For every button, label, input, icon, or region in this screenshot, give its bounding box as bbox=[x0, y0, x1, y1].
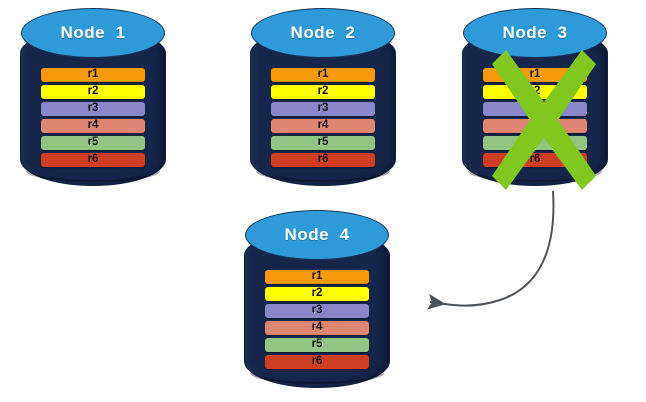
row-label: r6 bbox=[87, 153, 99, 166]
row-bar[interactable]: r2 bbox=[483, 85, 587, 99]
row-bar[interactable]: r6 bbox=[265, 355, 369, 369]
row-label: r6 bbox=[311, 355, 323, 368]
row-label: r2 bbox=[529, 85, 541, 98]
row-label: r4 bbox=[311, 321, 323, 334]
row-bar[interactable]: r3 bbox=[271, 102, 375, 116]
node-1[interactable]: r1 r2 r3 r4 r5 r6 Node 1 bbox=[20, 8, 166, 186]
row-bar[interactable]: r4 bbox=[265, 321, 369, 335]
row-bar[interactable]: r5 bbox=[41, 136, 145, 150]
row-label: r1 bbox=[311, 270, 323, 283]
row-bar[interactable]: r1 bbox=[265, 270, 369, 284]
row-bar[interactable]: r6 bbox=[483, 153, 587, 167]
node-1-cylinder-top: Node 1 bbox=[21, 8, 165, 58]
row-label: r2 bbox=[311, 287, 323, 300]
node-4-title: Node 4 bbox=[284, 225, 350, 244]
row-bar[interactable]: r1 bbox=[41, 68, 145, 82]
row-label: r5 bbox=[311, 338, 323, 351]
row-bar[interactable]: r5 bbox=[483, 136, 587, 150]
row-bar[interactable]: r1 bbox=[483, 68, 587, 82]
row-bar[interactable]: r2 bbox=[41, 85, 145, 99]
row-label: r4 bbox=[317, 119, 329, 132]
node-3[interactable]: r1 r2 r3 r4 r5 r6 Node 3 bbox=[462, 8, 608, 190]
row-bar[interactable]: r6 bbox=[271, 153, 375, 167]
row-bar[interactable]: r5 bbox=[265, 338, 369, 352]
node-4[interactable]: r1 r2 r3 r4 r5 r6 Node 4 bbox=[244, 210, 390, 388]
row-bar[interactable]: r5 bbox=[271, 136, 375, 150]
row-label: r5 bbox=[529, 136, 541, 149]
row-label: r2 bbox=[87, 85, 99, 98]
row-bar[interactable]: r6 bbox=[41, 153, 145, 167]
node-2-rows: r1 r2 r3 r4 r5 r6 bbox=[271, 68, 375, 167]
row-label: r5 bbox=[317, 136, 329, 149]
row-label: r5 bbox=[87, 136, 99, 149]
row-label: r3 bbox=[317, 102, 329, 115]
row-bar[interactable]: r2 bbox=[265, 287, 369, 301]
row-bar[interactable]: r3 bbox=[265, 304, 369, 318]
node-3-title: Node 3 bbox=[502, 23, 568, 42]
row-bar[interactable]: r4 bbox=[483, 119, 587, 133]
row-bar[interactable]: r1 bbox=[271, 68, 375, 82]
node-2[interactable]: r1 r2 r3 r4 r5 r6 Node 2 bbox=[250, 8, 396, 186]
row-bar[interactable]: r4 bbox=[271, 119, 375, 133]
node-1-rows: r1 r2 r3 r4 r5 r6 bbox=[41, 68, 145, 167]
failover-arrow bbox=[426, 190, 555, 310]
row-label: r2 bbox=[317, 85, 329, 98]
node-4-rows: r1 r2 r3 r4 r5 r6 bbox=[265, 270, 369, 369]
row-label: r3 bbox=[529, 102, 541, 115]
node-4-cylinder-top: Node 4 bbox=[245, 210, 389, 260]
node-3-rows: r1 r2 r3 r4 r5 r6 bbox=[483, 68, 587, 167]
row-label: r4 bbox=[87, 119, 99, 132]
row-label: r3 bbox=[311, 304, 323, 317]
row-label: r4 bbox=[529, 119, 541, 132]
row-bar[interactable]: r3 bbox=[483, 102, 587, 116]
row-bar[interactable]: r4 bbox=[41, 119, 145, 133]
row-label: r1 bbox=[87, 68, 99, 81]
row-label: r6 bbox=[529, 153, 541, 166]
node-2-title: Node 2 bbox=[290, 23, 356, 42]
node-2-cylinder-top: Node 2 bbox=[251, 8, 395, 58]
row-bar[interactable]: r3 bbox=[41, 102, 145, 116]
node-1-title: Node 1 bbox=[60, 23, 126, 42]
node-3-cylinder-top: Node 3 bbox=[463, 8, 607, 58]
row-bar[interactable]: r2 bbox=[271, 85, 375, 99]
row-label: r3 bbox=[87, 102, 99, 115]
row-label: r1 bbox=[529, 68, 541, 81]
row-label: r1 bbox=[317, 68, 329, 81]
row-label: r6 bbox=[317, 153, 329, 166]
